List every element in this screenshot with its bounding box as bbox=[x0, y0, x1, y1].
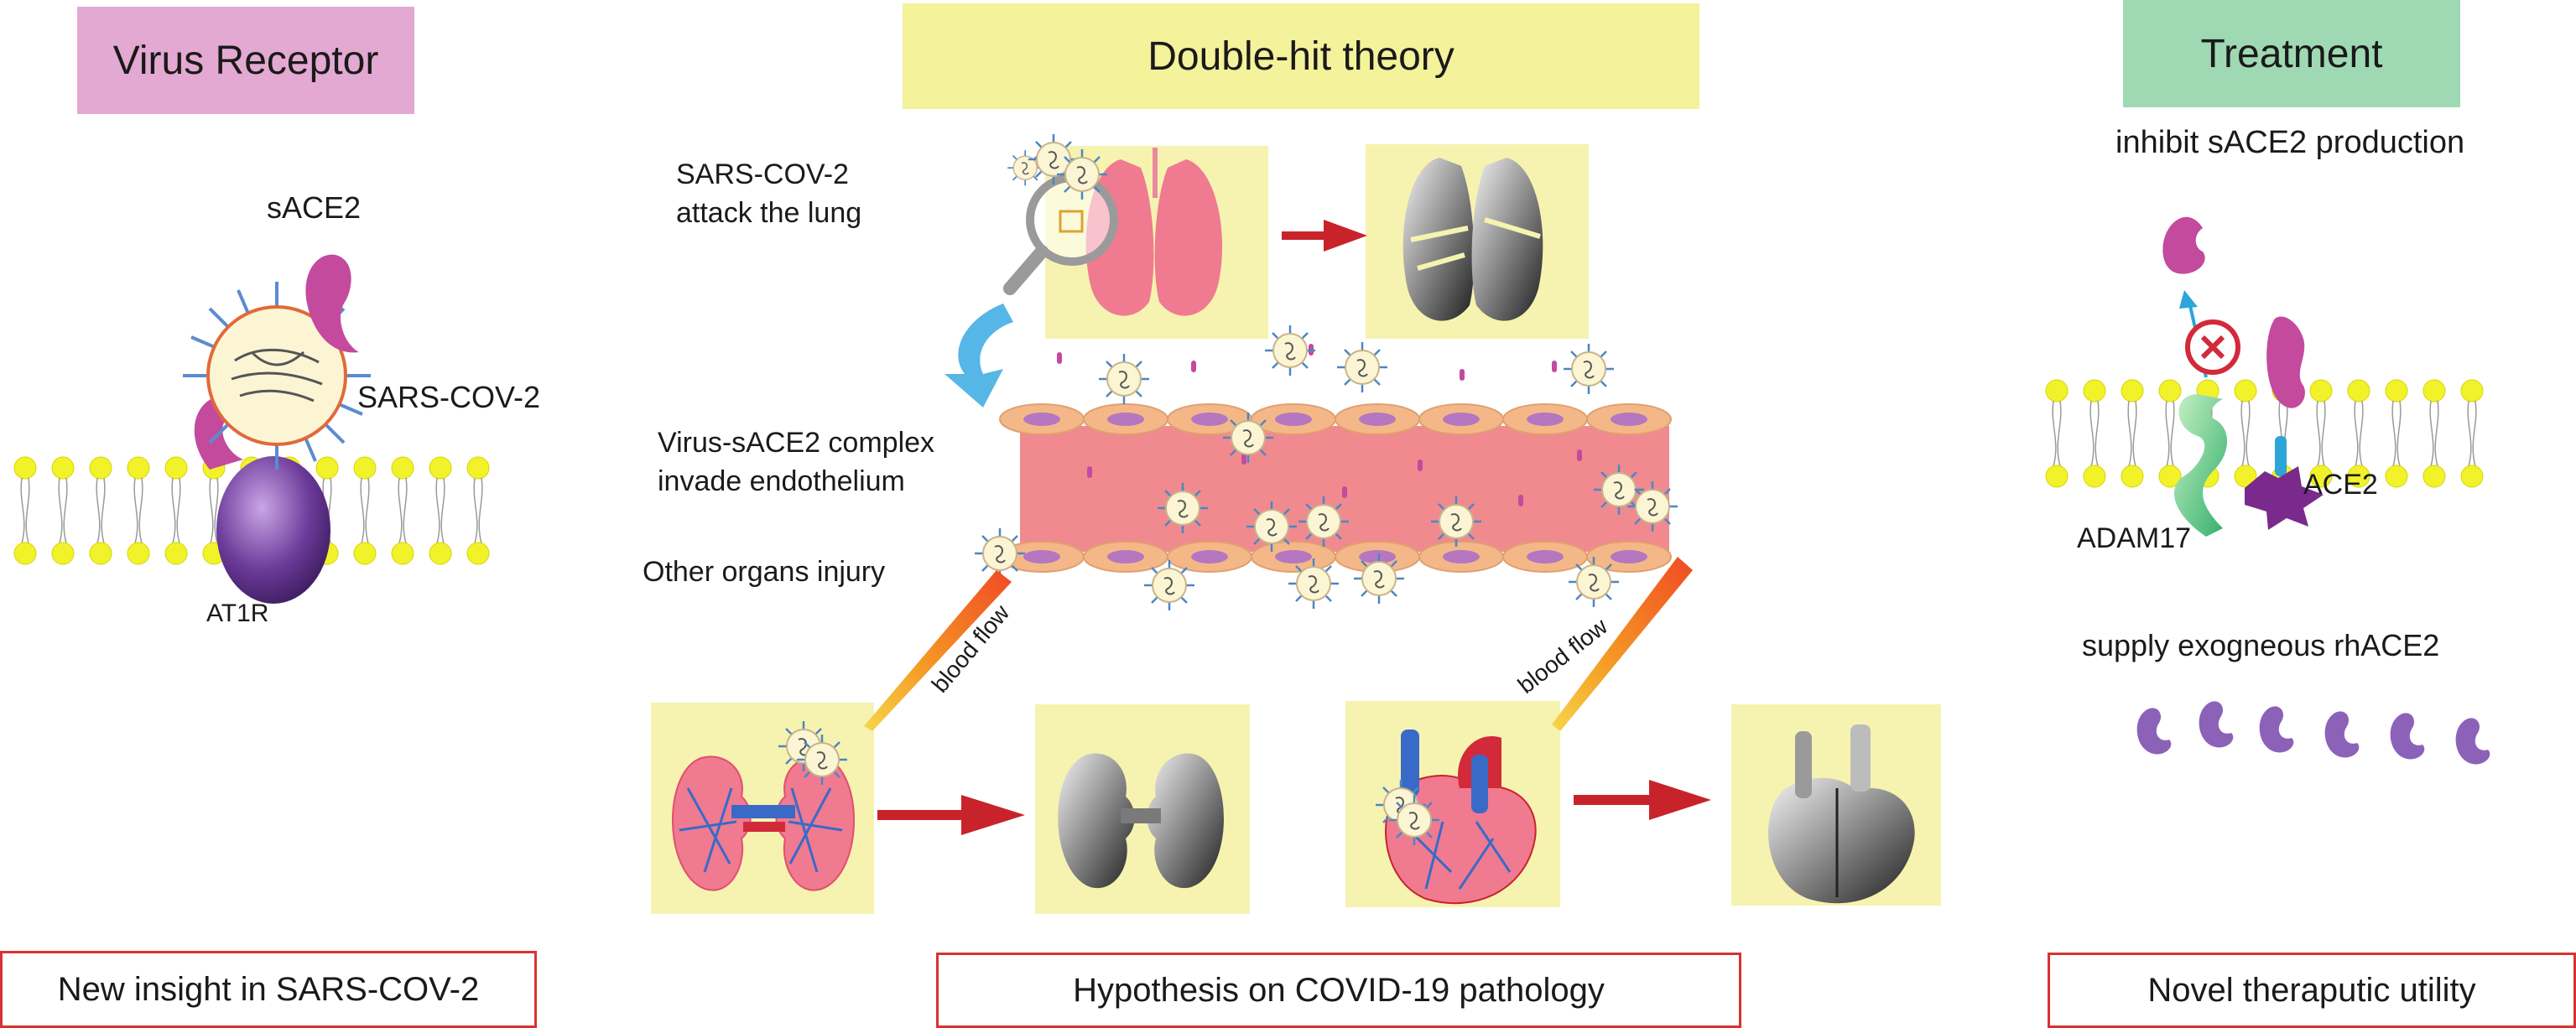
adam17-icon bbox=[2173, 394, 2227, 537]
rhace2-molecules-icon bbox=[2136, 701, 2490, 765]
label-other-organs: Other organs injury bbox=[643, 556, 886, 588]
heart-damaged-icon bbox=[1768, 724, 1915, 904]
blood-flow-right-icon bbox=[1552, 557, 1693, 731]
sace2-released-icon bbox=[2162, 216, 2205, 274]
footer-new-insight: New insight in SARS-COV-2 bbox=[0, 951, 537, 1028]
footer-hypothesis: Hypothesis on COVID-19 pathology bbox=[936, 953, 1741, 1028]
sars-cov-2-virus-icon bbox=[183, 282, 371, 470]
label-sars-cov-2: SARS-COV-2 bbox=[357, 380, 541, 414]
right-membrane bbox=[2045, 379, 2484, 488]
label-ace2: ACE2 bbox=[2303, 469, 2378, 501]
sace2-icon bbox=[305, 254, 359, 353]
footer-novel-utility: Novel theraputic utility bbox=[2048, 953, 2576, 1028]
header-treatment: Treatment bbox=[2123, 0, 2460, 107]
label-complex-line2: invade endothelium bbox=[658, 465, 905, 497]
lung-damaged-icon bbox=[1402, 158, 1543, 321]
label-at1r: AT1R bbox=[206, 600, 269, 627]
label-attack-line1: SARS-COV-2 bbox=[676, 158, 849, 190]
header-double-hit-theory: Double-hit theory bbox=[903, 3, 1699, 109]
ace2-icon bbox=[2245, 466, 2324, 530]
label-attack-line2: attack the lung bbox=[676, 197, 862, 229]
curved-arrow-icon bbox=[945, 304, 1013, 408]
label-inhibit: inhibit sACE2 production bbox=[2115, 125, 2465, 160]
arrow-kidney-right bbox=[877, 795, 1025, 835]
inhibit-icon bbox=[2185, 319, 2240, 375]
kidney-infected-icon bbox=[672, 755, 855, 891]
ace2-stalk-icon bbox=[2275, 436, 2287, 476]
arrow-lung-right bbox=[1282, 220, 1367, 252]
label-supply: supply exogneous rhACE2 bbox=[2082, 628, 2440, 662]
kidney-damaged-icon bbox=[1058, 753, 1225, 889]
at1r-receptor-icon bbox=[216, 456, 330, 604]
blood-flow-left-icon bbox=[864, 570, 1012, 731]
magnifier-icon bbox=[1003, 174, 1118, 295]
header-virus-receptor: Virus Receptor bbox=[77, 7, 414, 114]
blood-vessel-icon bbox=[999, 344, 1672, 573]
label-sace2: sACE2 bbox=[267, 190, 362, 225]
label-complex-line1: Virus-sACE2 complex bbox=[658, 427, 935, 459]
arrow-heart-right bbox=[1574, 780, 1711, 820]
sace2-membrane-icon bbox=[2266, 316, 2305, 408]
label-adam17: ADAM17 bbox=[2077, 522, 2192, 554]
